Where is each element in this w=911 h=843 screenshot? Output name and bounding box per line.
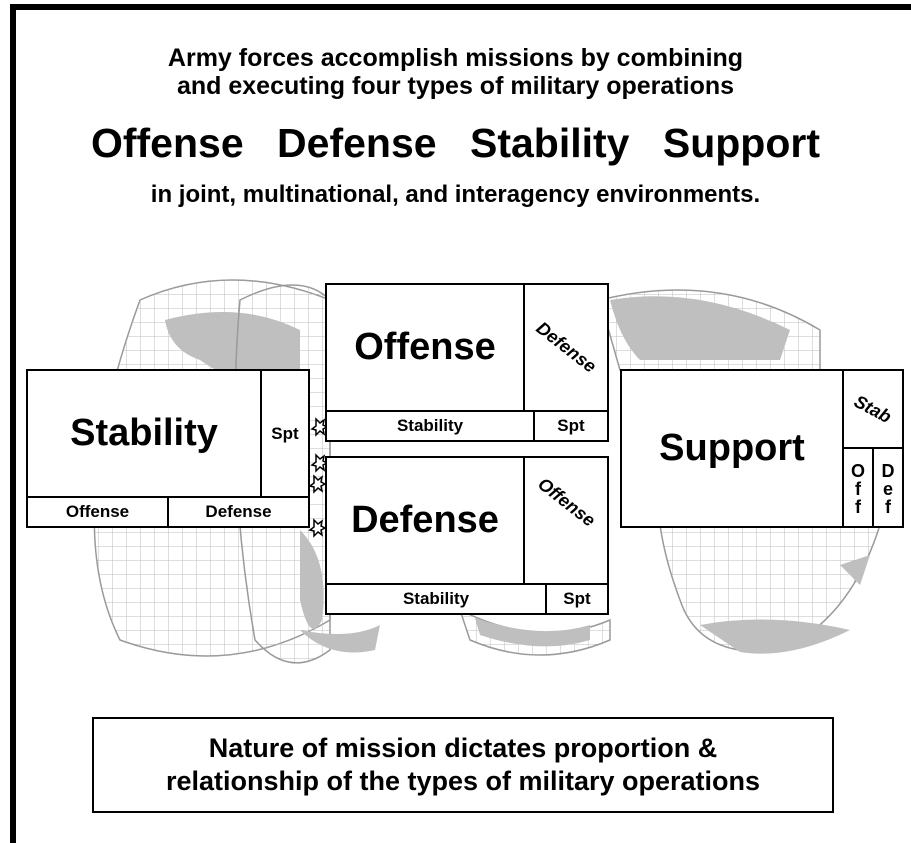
- stability-box: Stability Spt Offense Defense: [26, 369, 310, 528]
- offense-box-main: Offense: [327, 285, 525, 410]
- defense-box-spt: Spt: [547, 583, 607, 613]
- type-offense: Offense: [90, 120, 244, 166]
- offense-box-stability: Stability: [327, 410, 535, 440]
- junction-burst-icons: [308, 417, 329, 538]
- offense-box-defense-label: Defense: [532, 317, 601, 377]
- support-box-stab: Stab: [844, 371, 902, 449]
- heading-intro: Army forces accomplish missions by combi…: [0, 44, 911, 100]
- defense-box-side: Offense: [525, 458, 607, 583]
- support-box-main: Support: [622, 371, 844, 526]
- support-box-def-label: Def: [878, 461, 898, 515]
- defense-box: Defense Offense Stability Spt: [325, 456, 609, 615]
- offense-box: Offense Defense Stability Spt: [325, 283, 609, 442]
- offense-box-side: Defense: [525, 285, 607, 410]
- environments-line: in joint, multinational, and interagency…: [150, 181, 761, 208]
- map-lobe-east: [599, 289, 882, 654]
- map-lobe-center: [458, 608, 611, 656]
- support-box-off: Off: [844, 449, 874, 526]
- caption-line-1: Nature of mission dictates proportion &: [208, 733, 718, 763]
- caption-box: Nature of mission dictates proportion & …: [92, 717, 834, 813]
- support-box-def: Def: [874, 449, 902, 526]
- offense-box-spt: Spt: [535, 410, 607, 440]
- heading-line-2: and executing four types of military ope…: [176, 72, 735, 100]
- operation-types-heading: Offense Defense Stability Support: [0, 118, 911, 168]
- frame-top-border: [10, 4, 911, 10]
- heading-line-1: Army forces accomplish missions by combi…: [167, 44, 744, 72]
- support-box-off-label: Off: [848, 461, 868, 515]
- defense-box-main: Defense: [327, 458, 525, 583]
- type-stability: Stability: [469, 120, 630, 166]
- stability-box-offense: Offense: [28, 496, 169, 526]
- type-defense: Defense: [277, 120, 437, 166]
- stability-box-defense: Defense: [169, 496, 308, 526]
- frame-left-border: [10, 4, 16, 843]
- support-box-stab-label: Stab: [851, 390, 896, 427]
- support-box: Support Stab Off Def: [620, 369, 904, 528]
- type-support: Support: [662, 120, 820, 166]
- stability-box-main: Stability: [28, 371, 262, 496]
- defense-box-stability: Stability: [327, 583, 547, 613]
- support-box-def-text: Def: [878, 460, 898, 515]
- defense-box-offense-label: Offense: [533, 473, 599, 531]
- stability-box-spt: Spt: [271, 423, 299, 443]
- support-box-off-text: Off: [848, 460, 868, 515]
- caption-line-2: relationship of the types of military op…: [165, 766, 761, 796]
